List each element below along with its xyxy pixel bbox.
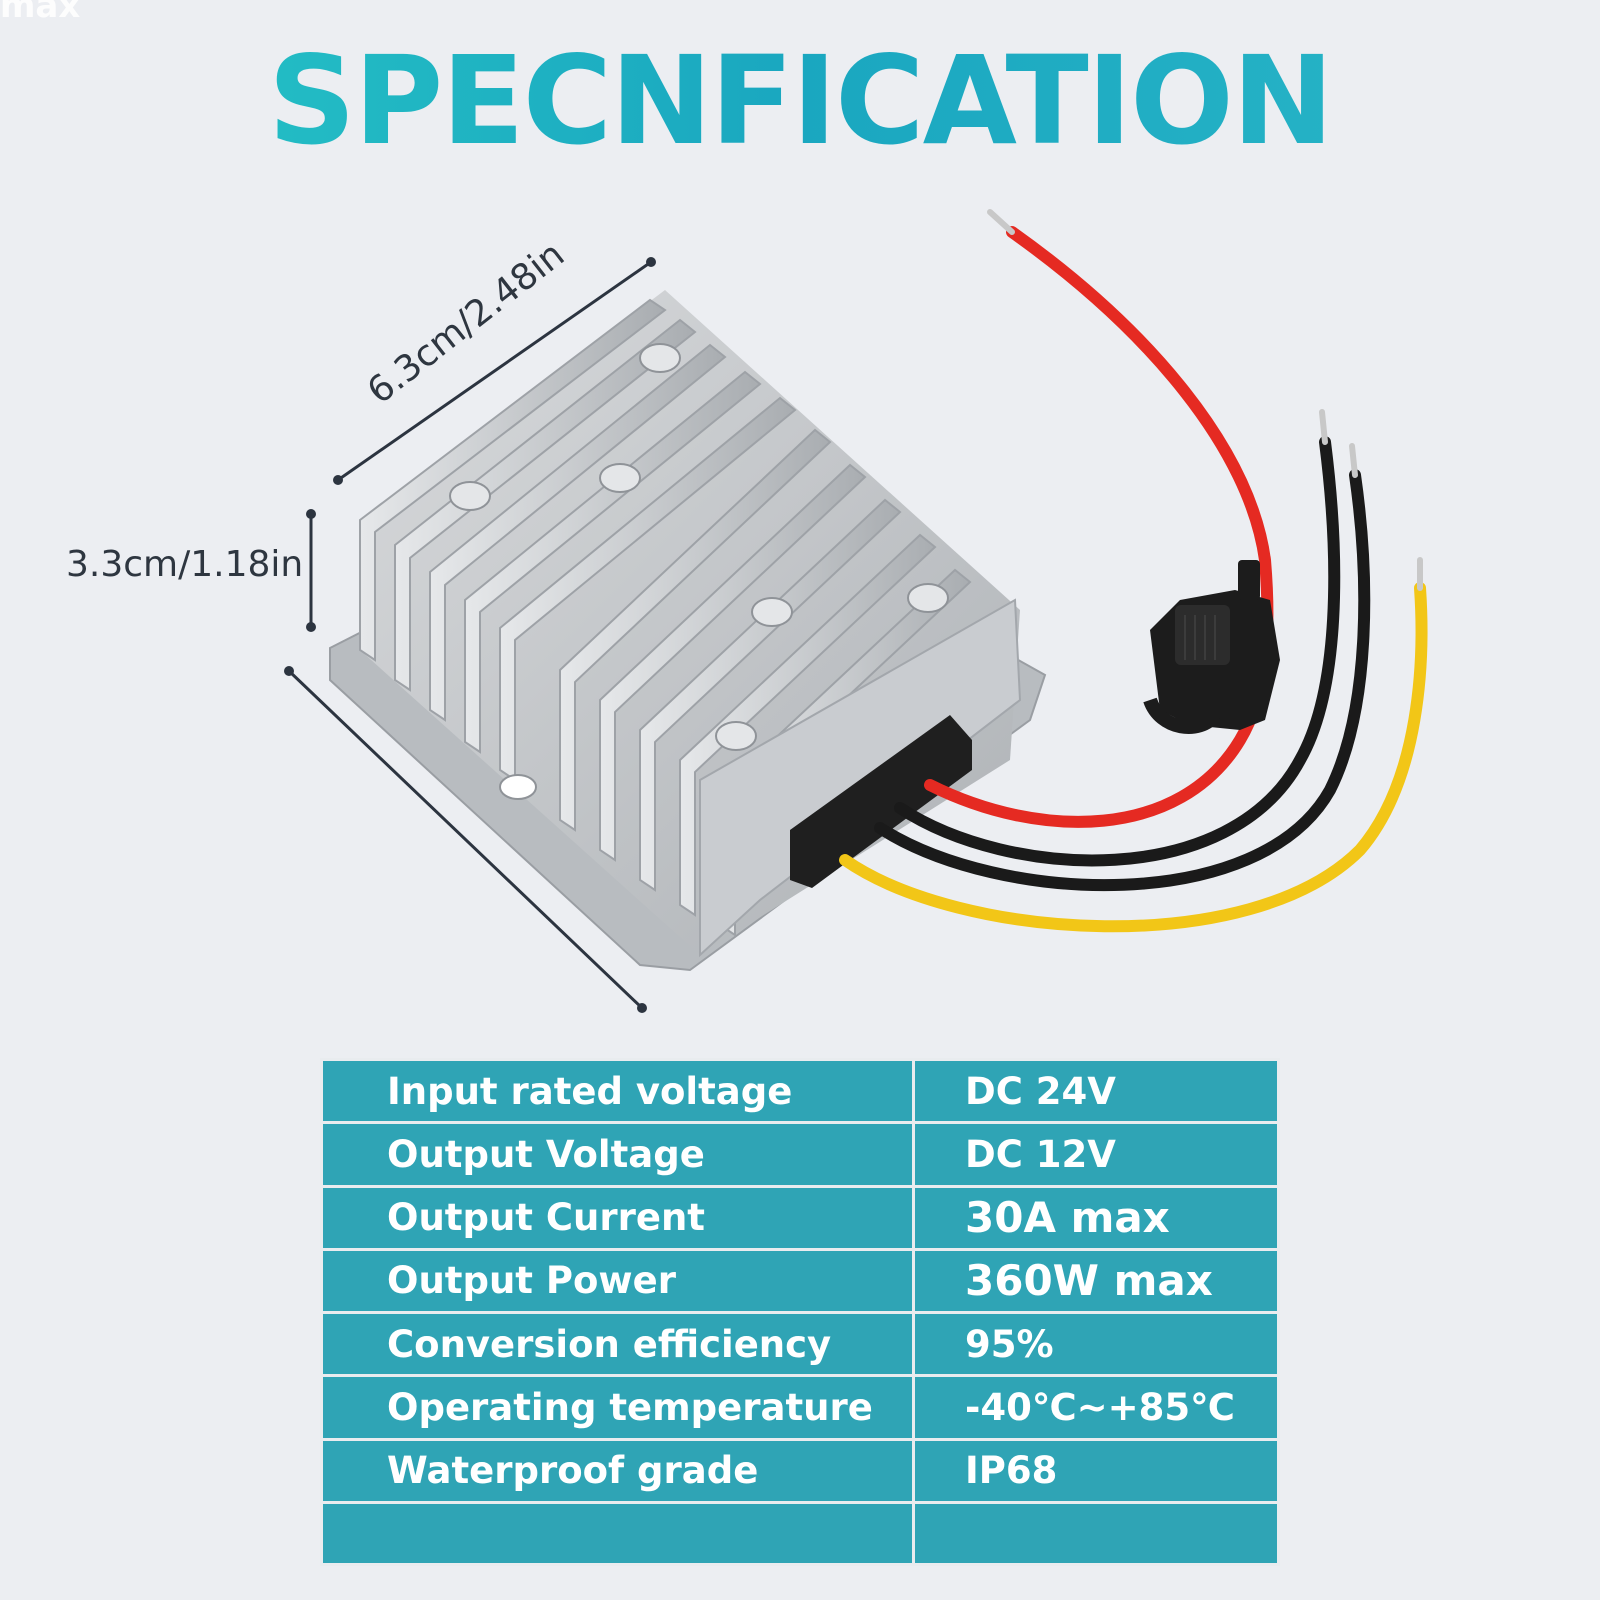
table-row: Operating temperature -40℃~+85℃ xyxy=(320,1374,1280,1441)
spec-label xyxy=(320,1500,915,1567)
converter-housing xyxy=(329,290,1047,972)
dimension-height-label: 3.3cm/1.18in xyxy=(66,544,304,585)
wire-black-1 xyxy=(894,436,1341,867)
table-row: Output Voltage DC 12V xyxy=(320,1121,1280,1188)
spec-value: 360W max xyxy=(912,1247,1280,1315)
housing-screws xyxy=(449,343,949,751)
spec-table: Input rated voltage DC 24V Output Voltag… xyxy=(320,1057,1280,1567)
fuse-holder xyxy=(1143,560,1280,734)
table-row xyxy=(320,1500,1280,1567)
table-row: Output Power 360W max xyxy=(320,1247,1280,1315)
wire-yellow xyxy=(839,582,1428,933)
spec-label: Waterproof grade xyxy=(320,1437,915,1504)
dimension-line-width xyxy=(333,257,656,485)
page-title: SPECNFICATION xyxy=(0,30,1600,172)
table-row: Output Current 30A max xyxy=(320,1184,1280,1251)
spec-label: Input rated voltage xyxy=(320,1057,915,1125)
spec-value: 95% xyxy=(912,1310,1280,1378)
dimension-line-depth xyxy=(284,666,647,1013)
output-wires xyxy=(839,209,1428,933)
spec-label: Operating temperature xyxy=(320,1374,915,1441)
corner-watermark-text: max xyxy=(0,0,81,26)
wire-black-2 xyxy=(874,469,1371,892)
spec-value: DC 12V xyxy=(912,1121,1280,1188)
spec-value: -40℃~+85℃ xyxy=(912,1374,1280,1441)
table-row: Conversion efficiency 95% xyxy=(320,1310,1280,1378)
product-illustration xyxy=(284,209,1428,1013)
spec-label: Output Power xyxy=(320,1247,915,1315)
spec-label: Output Current xyxy=(320,1184,915,1251)
table-row: Input rated voltage DC 24V xyxy=(320,1057,1280,1125)
spec-label: Output Voltage xyxy=(320,1121,915,1188)
cable-grommet xyxy=(790,715,972,888)
table-row: Waterproof grade IP68 xyxy=(320,1437,1280,1504)
spec-value xyxy=(912,1500,1280,1567)
dimension-line-height xyxy=(306,509,316,632)
spec-label: Conversion efficiency xyxy=(320,1310,915,1378)
spec-value: IP68 xyxy=(912,1437,1280,1504)
mounting-hole xyxy=(499,774,537,800)
spec-value: 30A max xyxy=(912,1184,1280,1251)
spec-value: DC 24V xyxy=(912,1057,1280,1125)
